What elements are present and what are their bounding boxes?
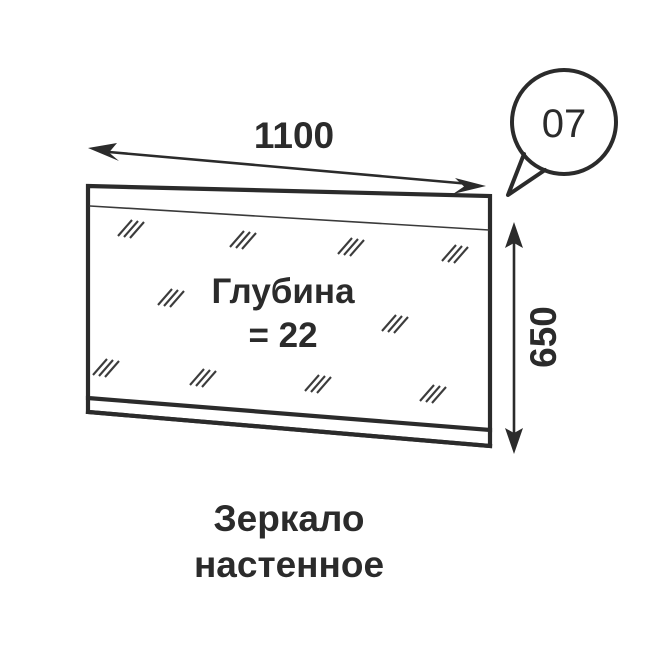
width-dimension-label: 1100 <box>254 115 334 156</box>
callout-badge-number: 07 <box>542 102 587 146</box>
depth-label: Глубина <box>211 272 355 311</box>
mirror-panel-group <box>85 183 493 449</box>
width-dimension-group <box>88 143 486 194</box>
callout-tail <box>506 152 547 197</box>
hatch-mark <box>381 314 409 334</box>
glass-hatch-marks-group <box>92 219 469 404</box>
hatch-mark <box>304 374 332 394</box>
height-arrow-bottom-head <box>505 428 523 454</box>
hatch-mark <box>441 244 469 264</box>
height-dimension-group <box>505 222 523 454</box>
hatch-mark <box>157 288 185 308</box>
shelf-front-bottom-line <box>85 409 493 449</box>
mirror-face-fill <box>88 186 490 430</box>
caption-line-2: настенное <box>194 544 384 585</box>
hatch-mark <box>419 384 447 404</box>
callout-circle <box>510 68 618 176</box>
depth-value: = 22 <box>248 316 317 355</box>
hatch-mark <box>189 368 217 388</box>
height-arrow-top-head <box>505 222 523 248</box>
caption-line-1: Зеркало <box>213 498 364 539</box>
callout-bubble-group[interactable] <box>506 68 618 197</box>
width-arrow-right-head <box>453 178 486 194</box>
width-dimension-line <box>102 150 471 186</box>
hatch-mark <box>117 219 145 239</box>
glass-edge-line <box>89 205 490 231</box>
width-arrow-left-head <box>88 143 119 161</box>
hatch-mark <box>229 230 257 250</box>
hatch-mark <box>92 358 120 378</box>
hatch-mark <box>337 237 365 257</box>
height-dimension-label: 650 <box>523 306 564 368</box>
